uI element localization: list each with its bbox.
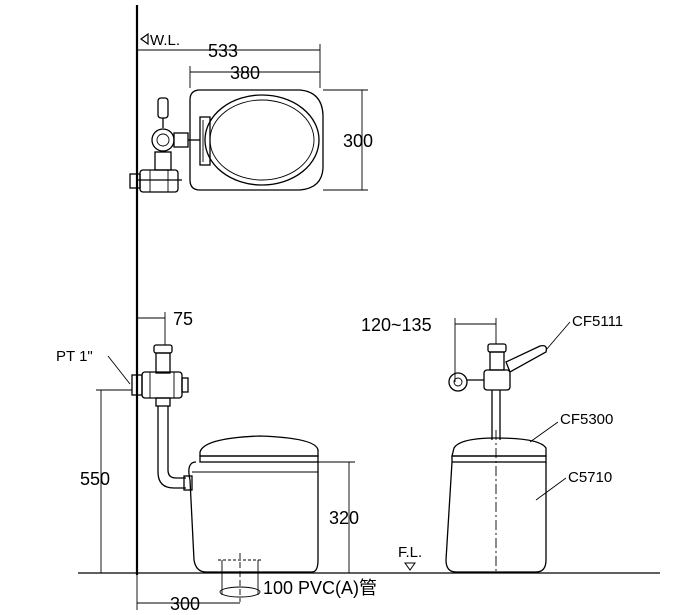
- bowl-body-front: [445, 461, 547, 573]
- seat-label: CF5300: [560, 411, 613, 428]
- side-elevation: 75 PT 1": [56, 309, 377, 614]
- water-level-marker: W.L.: [139, 32, 180, 49]
- outlet-label: 100 PVC(A)管: [263, 578, 377, 598]
- lid-side: [199, 435, 319, 457]
- dim-outlet-offset: 300: [170, 594, 200, 614]
- flush-valve-front: [448, 343, 548, 440]
- flush-valve-plan: [129, 97, 200, 193]
- bowl-label: C5710: [568, 469, 612, 486]
- dim-total-depth: 533: [208, 41, 238, 61]
- water-level-label: W.L.: [150, 32, 180, 49]
- seat-hinge: [199, 116, 211, 166]
- seat-front: [451, 455, 547, 463]
- flush-valve-label: CF5111: [572, 313, 623, 330]
- floor-level-label: F.L.: [398, 544, 422, 561]
- plan-view: 533 380 300: [129, 41, 373, 193]
- seat-side: [199, 455, 319, 463]
- dim-seat-width: 300: [343, 131, 373, 151]
- flush-pipe-inner: [167, 406, 186, 479]
- lid-front: [451, 437, 547, 457]
- seat-ring-outer: [204, 94, 320, 186]
- pipe-connector: [183, 475, 193, 491]
- dim-valve-range: 120~135: [361, 315, 432, 335]
- flush-handle: [505, 344, 548, 373]
- flush-valve-side: [131, 344, 189, 407]
- flush-pipe-outer: [157, 406, 186, 489]
- dim-bowl-height: 320: [329, 508, 359, 528]
- dim-seat-length: 380: [230, 63, 260, 83]
- wall-and-floor: [78, 5, 660, 575]
- front-elevation: 120~135 CF5111 CF5300 C5710: [361, 313, 623, 573]
- seat-outline: [189, 89, 324, 191]
- dim-wall-offset: 75: [173, 309, 193, 329]
- floor-level-marker: F.L.: [398, 544, 422, 571]
- dim-inlet-height: 550: [80, 469, 110, 489]
- floor-outlet: [218, 553, 262, 602]
- bowl-body-side: [188, 461, 319, 573]
- thread-label: PT 1": [56, 348, 93, 365]
- seat-ring-inner: [209, 99, 315, 181]
